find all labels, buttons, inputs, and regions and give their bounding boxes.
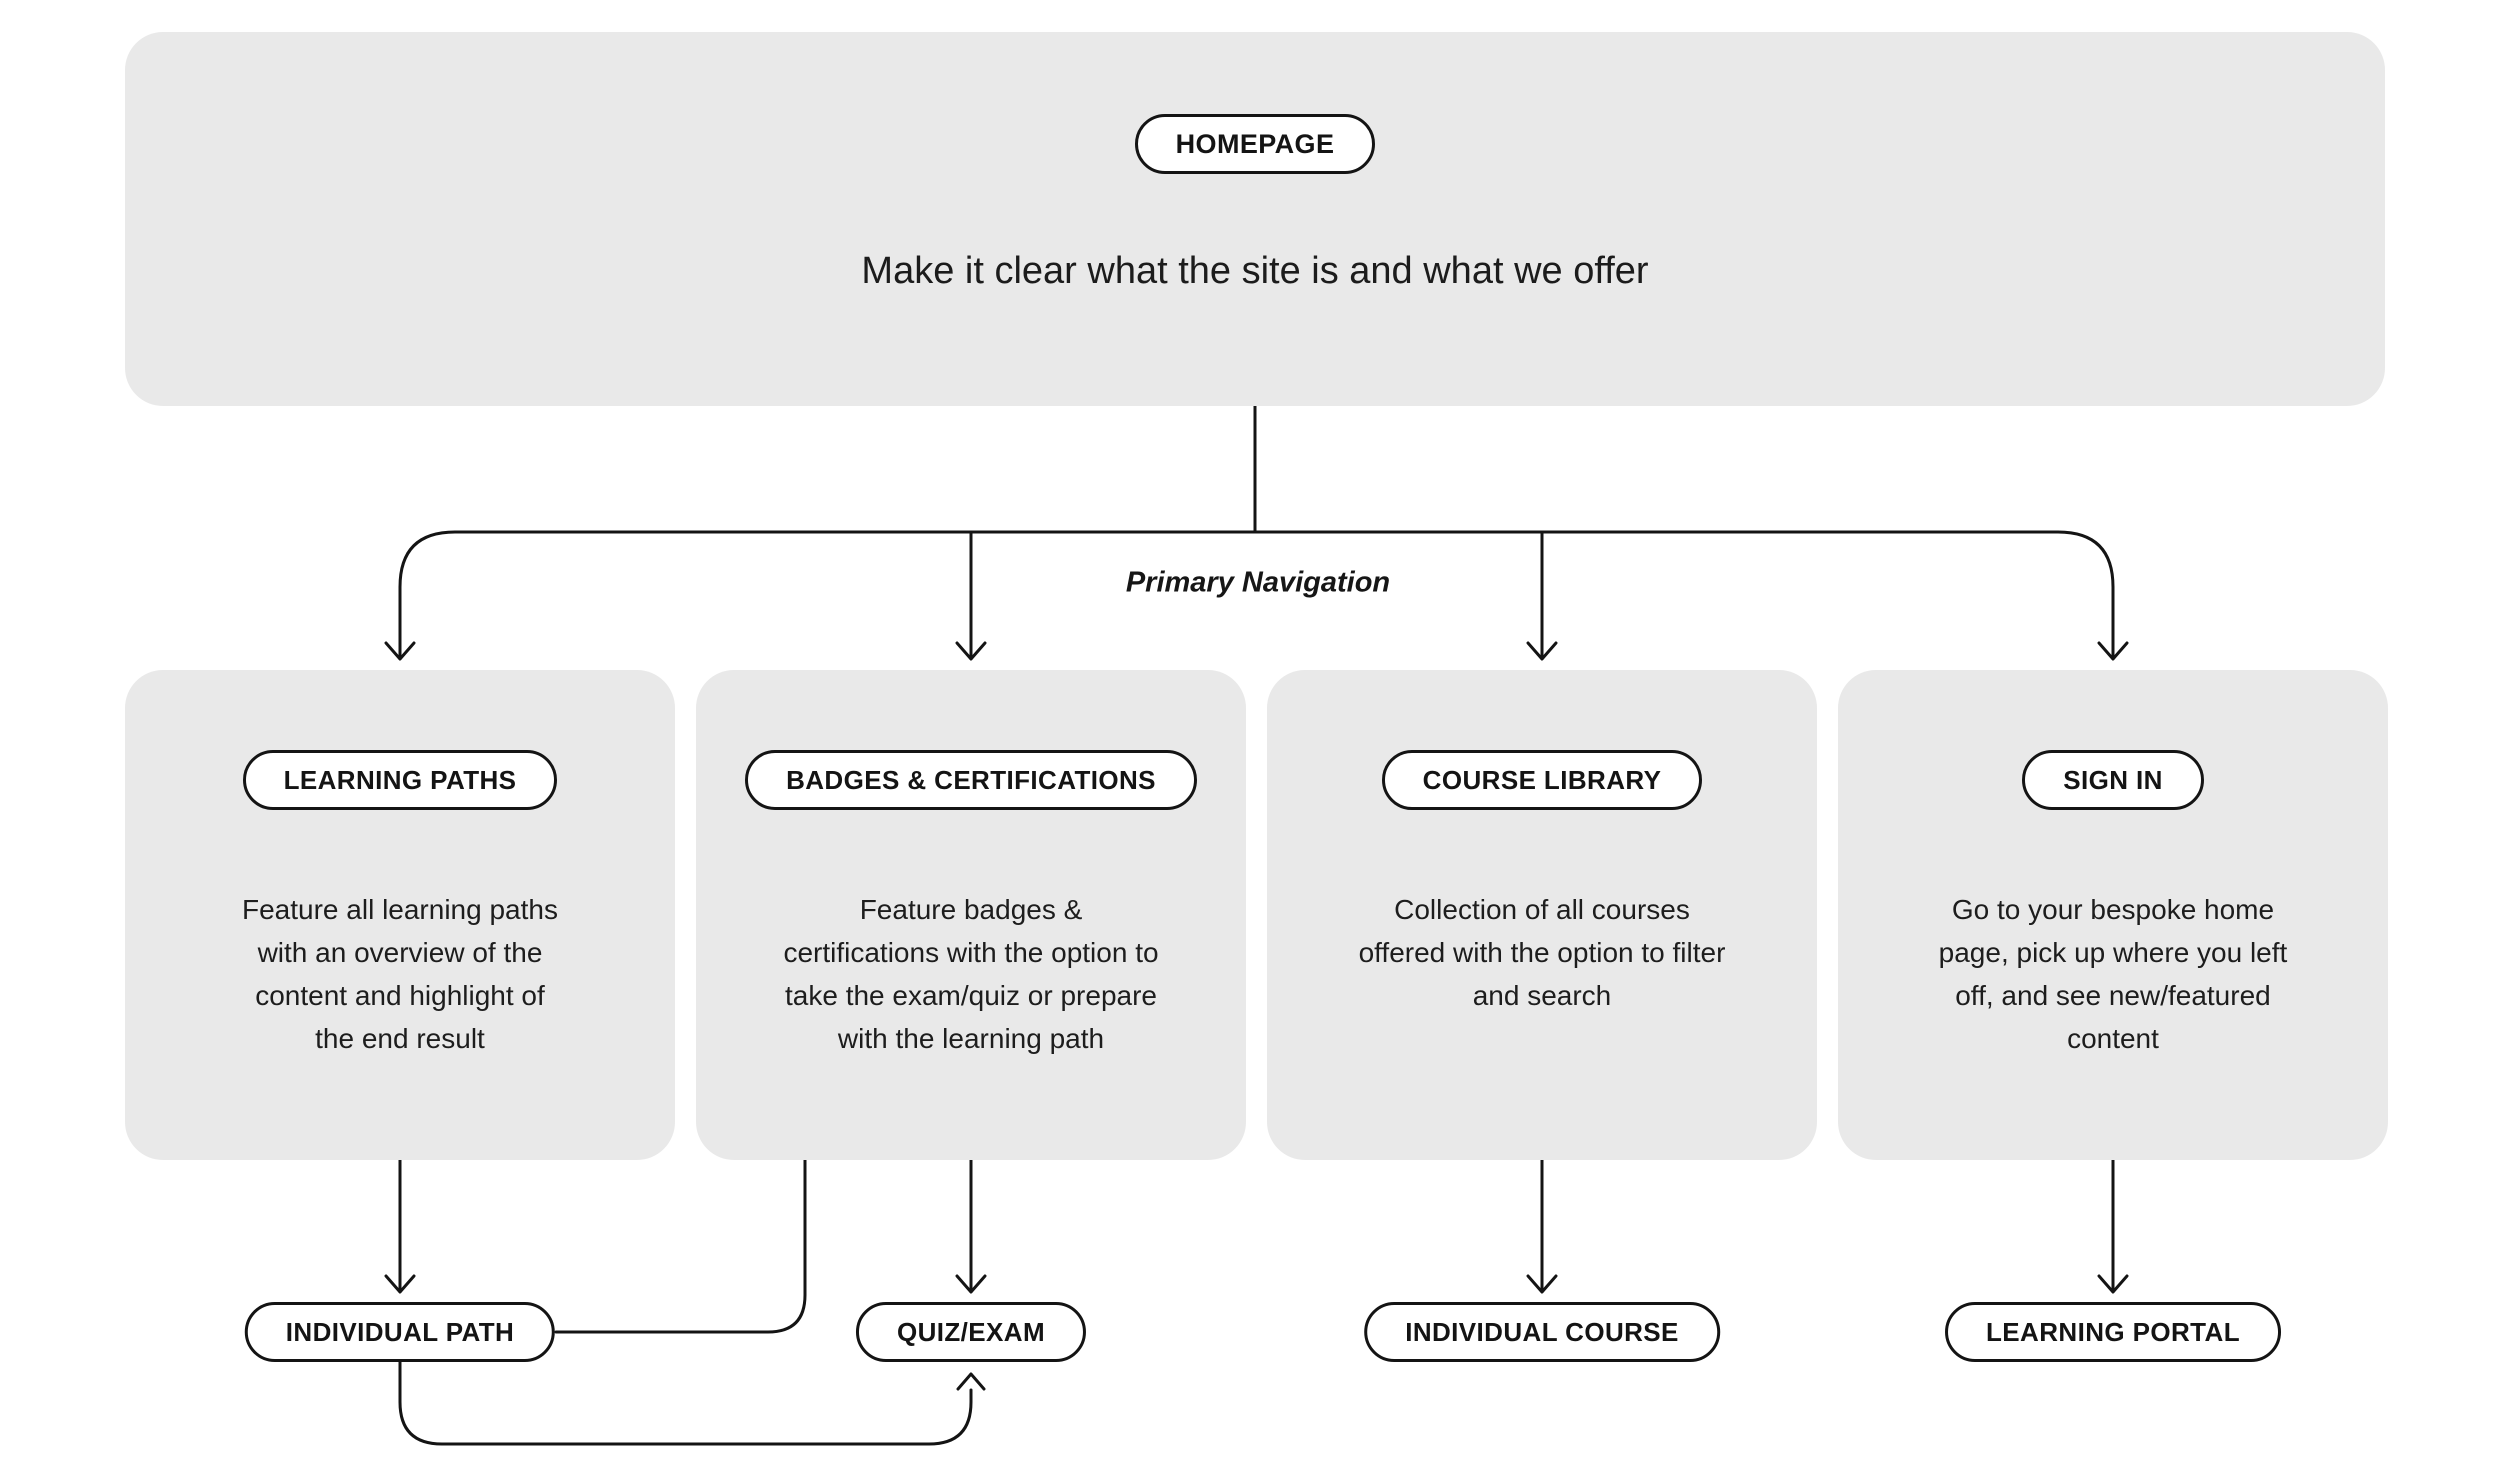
connector-badges-to-individual-path <box>554 1158 807 1334</box>
section-course-library: COURSE LIBRARY Collection of all courses… <box>1267 670 1817 1160</box>
section-badges-certifications: BADGES & CERTIFICATIONS Feature badges &… <box>696 670 1246 1160</box>
section-sign-in: SIGN IN Go to your bespoke home page, pi… <box>1838 670 2388 1160</box>
node-learning-portal: LEARNING PORTAL <box>1945 1302 2281 1362</box>
arrow-individual-path-to-quiz-exam <box>398 1360 986 1446</box>
node-individual-course: INDIVIDUAL COURSE <box>1364 1302 1720 1362</box>
course-library-pill: COURSE LIBRARY <box>1381 750 1703 810</box>
node-quiz-exam: QUIZ/EXAM <box>855 1302 1087 1362</box>
homepage-description: Make it clear what the site is and what … <box>861 250 1649 292</box>
arrow-learning-paths-to-individual-path <box>384 1158 416 1294</box>
learning-paths-description: Feature all learning paths with an overv… <box>242 894 558 1054</box>
course-library-description: Collection of all courses offered with t… <box>1358 894 1726 1011</box>
primary-navigation-label: Primary Navigation <box>1125 566 1391 599</box>
section-learning-paths: LEARNING PATHS Feature all learning path… <box>125 670 675 1160</box>
sign-in-pill: SIGN IN <box>2022 750 2204 810</box>
sign-in-description: Go to your bespoke home page, pick up wh… <box>1938 894 2288 1054</box>
arrow-sign-in-to-learning-portal <box>2097 1158 2129 1294</box>
node-individual-path: INDIVIDUAL PATH <box>244 1302 556 1362</box>
arrow-badges-to-quiz-exam <box>955 1158 987 1294</box>
homepage-pill: HOMEPAGE <box>1134 114 1376 174</box>
badges-certifications-description: Feature badges & certifications with the… <box>783 894 1159 1054</box>
arrow-course-library-to-individual-course <box>1526 1158 1558 1294</box>
arrow-homepage-to-primary-nav <box>384 404 2129 661</box>
homepage-node: HOMEPAGE Make it clear what the site is … <box>125 32 2385 406</box>
learning-paths-pill: LEARNING PATHS <box>242 750 558 810</box>
badges-certifications-pill: BADGES & CERTIFICATIONS <box>745 750 1197 810</box>
